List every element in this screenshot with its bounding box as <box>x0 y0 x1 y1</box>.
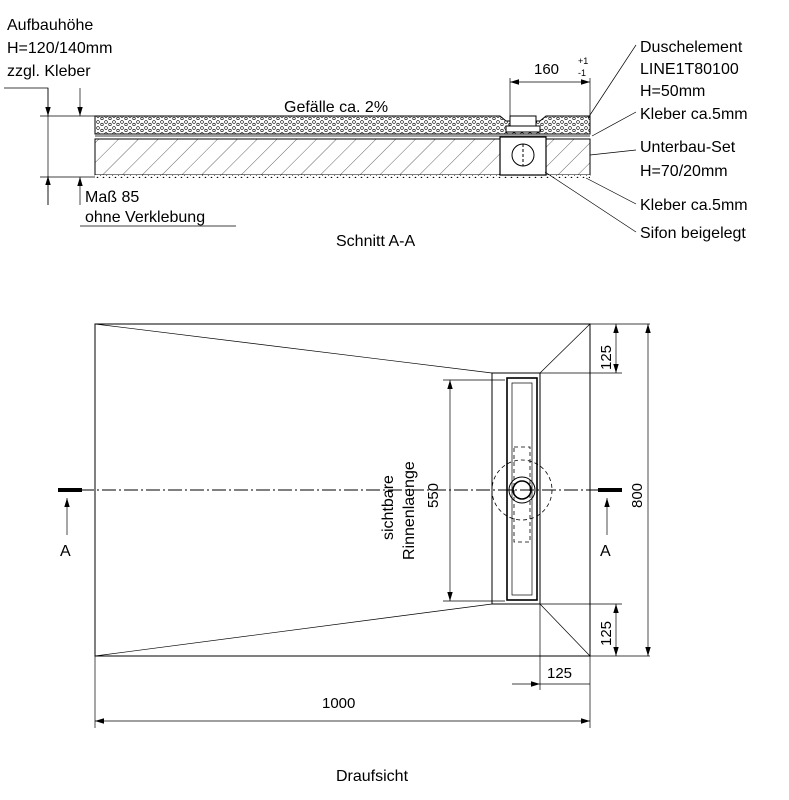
dim160-tol-minus: -1 <box>578 68 586 78</box>
plan-view: A A sichtbare Rinnenlaenge 550 125 125 8… <box>58 323 651 785</box>
drain-channel-flange <box>505 125 541 133</box>
slope-label: Gefälle ca. 2% <box>284 99 388 116</box>
dim160-tol-plus: +1 <box>578 56 588 66</box>
measure85-label: Maß 85 <box>85 189 139 206</box>
slope-line-bottom-right <box>539 603 591 657</box>
dim-width-value: 1000 <box>322 695 355 712</box>
channel-length-value: 550 <box>425 483 442 508</box>
adhesive-extra-label: zzgl. Kleber <box>7 63 91 80</box>
build-height-label: Aufbauhöhe <box>7 17 93 34</box>
callout-adhesive-bottom: Kleber ca.5mm <box>640 197 748 214</box>
dim-bottom-value: 125 <box>598 621 615 646</box>
leader-siphon <box>544 171 637 233</box>
cut-label-right: A <box>600 543 611 560</box>
channel-label-line2: Rinnenlaenge <box>401 461 418 560</box>
leader-element <box>587 44 637 119</box>
channel-label-line1: sichtbare <box>380 475 397 540</box>
slope-line-top-left <box>94 323 493 374</box>
callout-element: Duschelement <box>640 39 743 56</box>
leader-adhesive-top <box>591 111 637 137</box>
dim-side-value: 125 <box>547 665 572 682</box>
plan-caption: Draufsicht <box>336 768 409 785</box>
channel-grate <box>506 377 538 601</box>
dim160-value: 160 <box>534 61 559 78</box>
channel-inner <box>511 382 533 596</box>
callout-adhesive-top: Kleber ca.5mm <box>640 106 748 123</box>
leader-adhesive-bottom <box>585 177 637 205</box>
build-height-value: H=120/140mm <box>7 40 112 57</box>
shower-element-layer <box>94 115 591 135</box>
slope-line-top-right <box>539 323 591 374</box>
left-note-leader <box>4 87 49 205</box>
measure85-sublabel: ohne Verklebung <box>85 209 205 226</box>
siphon-outline <box>513 446 531 543</box>
section-caption: Schnitt A-A <box>336 233 415 250</box>
adhesive-bottom-layer <box>95 175 590 178</box>
section-view: Aufbauhöhe H=120/140mm zzgl. Kleber Maß … <box>4 17 748 250</box>
dim-top-value: 125 <box>598 345 615 370</box>
callout-subbase-height: H=70/20mm <box>640 163 728 180</box>
callout-element-height: H=50mm <box>640 83 705 100</box>
callout-siphon: Sifon beigelegt <box>640 225 746 242</box>
callout-subbase: Unterbau-Set <box>640 139 736 156</box>
channel-frame <box>491 372 541 605</box>
slope-line-bottom-left <box>94 603 493 657</box>
cut-label-left: A <box>60 543 71 560</box>
dim-height-value: 800 <box>629 483 646 508</box>
callout-element-code: LINE1T80100 <box>640 61 739 78</box>
leader-subbase <box>589 149 637 156</box>
